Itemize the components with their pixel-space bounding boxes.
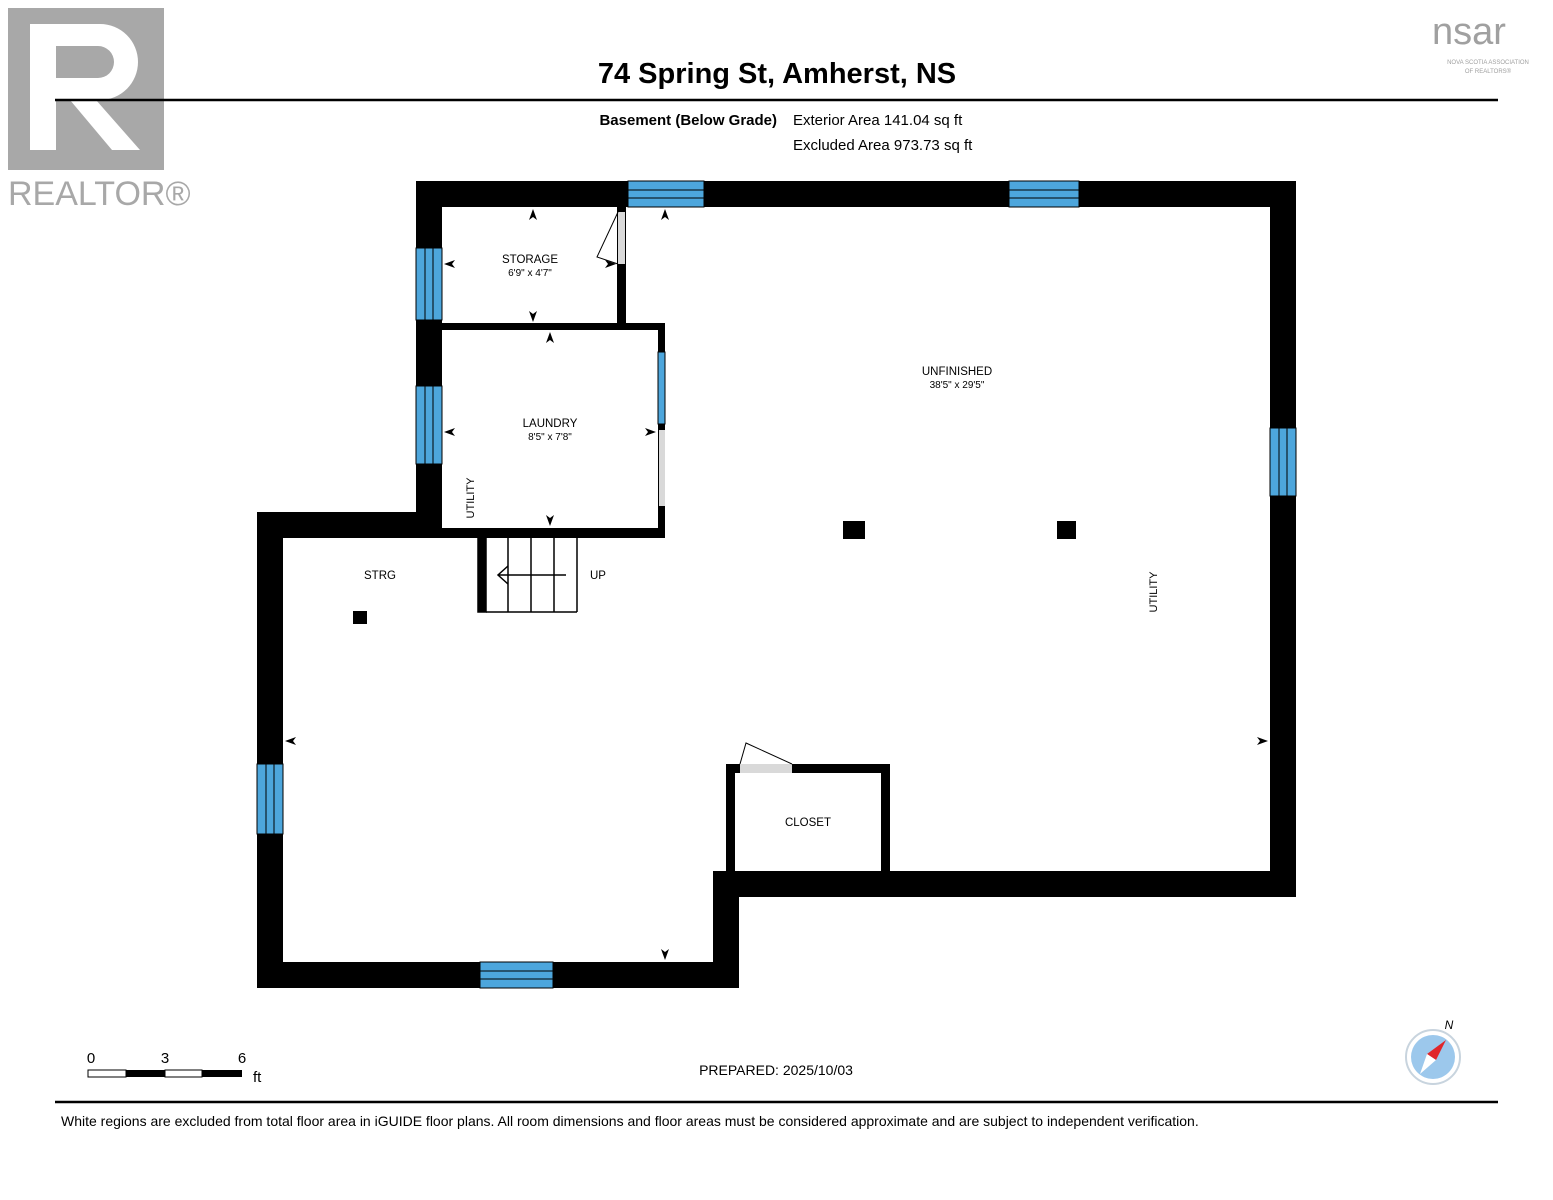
realtor-logo-letter-shape — [30, 24, 140, 150]
window — [1008, 180, 1080, 208]
realtor-logo-text: REALTOR® — [8, 175, 191, 213]
nsar-logo: nsar NOVA SCOTIA ASSOCIATION OF REALTORS… — [1432, 11, 1529, 75]
exterior-area: Exterior Area 141.04 sq ft — [793, 112, 963, 129]
closet-door — [740, 764, 792, 773]
window — [657, 351, 666, 425]
window-mullions — [265, 189, 1288, 980]
window — [479, 961, 554, 989]
room-dims-storage: 6'9" x 4'7" — [508, 268, 552, 279]
room-name-laundry: LAUNDRY — [523, 418, 578, 430]
storage-door — [618, 212, 625, 264]
scale-tick-0: 0 — [87, 1050, 95, 1067]
disclaimer: White regions are excluded from total fl… — [61, 1113, 1199, 1129]
doors — [596, 211, 793, 773]
staircase — [477, 537, 578, 613]
nsar-logo-sub1: NOVA SCOTIA ASSOCIATION — [1447, 60, 1529, 66]
scale-tick-6: 6 — [238, 1050, 246, 1067]
laundry-opening — [659, 430, 665, 506]
window — [627, 180, 705, 208]
prepared-date: PREPARED: 2025/10/03 — [699, 1062, 853, 1078]
room-name-strg: STRG — [364, 570, 396, 582]
walls — [257, 181, 1296, 988]
nsar-logo-text: nsar — [1432, 11, 1506, 53]
scale-bar: 0 3 6 ft — [87, 1050, 262, 1086]
label-utility-laundry: UTILITY — [465, 477, 477, 519]
excluded-area: Excluded Area 973.73 sq ft — [793, 137, 973, 154]
realtor-logo: REALTOR® — [8, 8, 191, 213]
room-name-closet: CLOSET — [785, 817, 831, 829]
window — [415, 385, 443, 465]
dimension-arrows — [285, 209, 1268, 960]
window — [1269, 427, 1297, 497]
window — [415, 247, 443, 321]
room-dims-laundry: 8'5" x 7'8" — [528, 432, 572, 443]
compass-north-label: N — [1445, 1018, 1454, 1032]
compass-icon: N — [1405, 1018, 1461, 1085]
label-utility-unfinished: UTILITY — [1148, 571, 1160, 613]
room-dims-unfinished: 38'5" x 29'5" — [930, 380, 985, 391]
scale-unit: ft — [253, 1069, 262, 1086]
room-name-unfinished: UNFINISHED — [922, 366, 992, 378]
nsar-logo-sub2: OF REALTORS® — [1465, 68, 1512, 75]
floor-name: Basement (Below Grade) — [599, 112, 777, 129]
page-title: 74 Spring St, Amherst, NS — [598, 58, 956, 90]
windows — [256, 180, 1297, 989]
room-name-storage: STORAGE — [502, 254, 558, 266]
scale-tick-3: 3 — [161, 1050, 169, 1067]
window — [256, 763, 284, 835]
stairs-up-label: UP — [590, 570, 606, 582]
